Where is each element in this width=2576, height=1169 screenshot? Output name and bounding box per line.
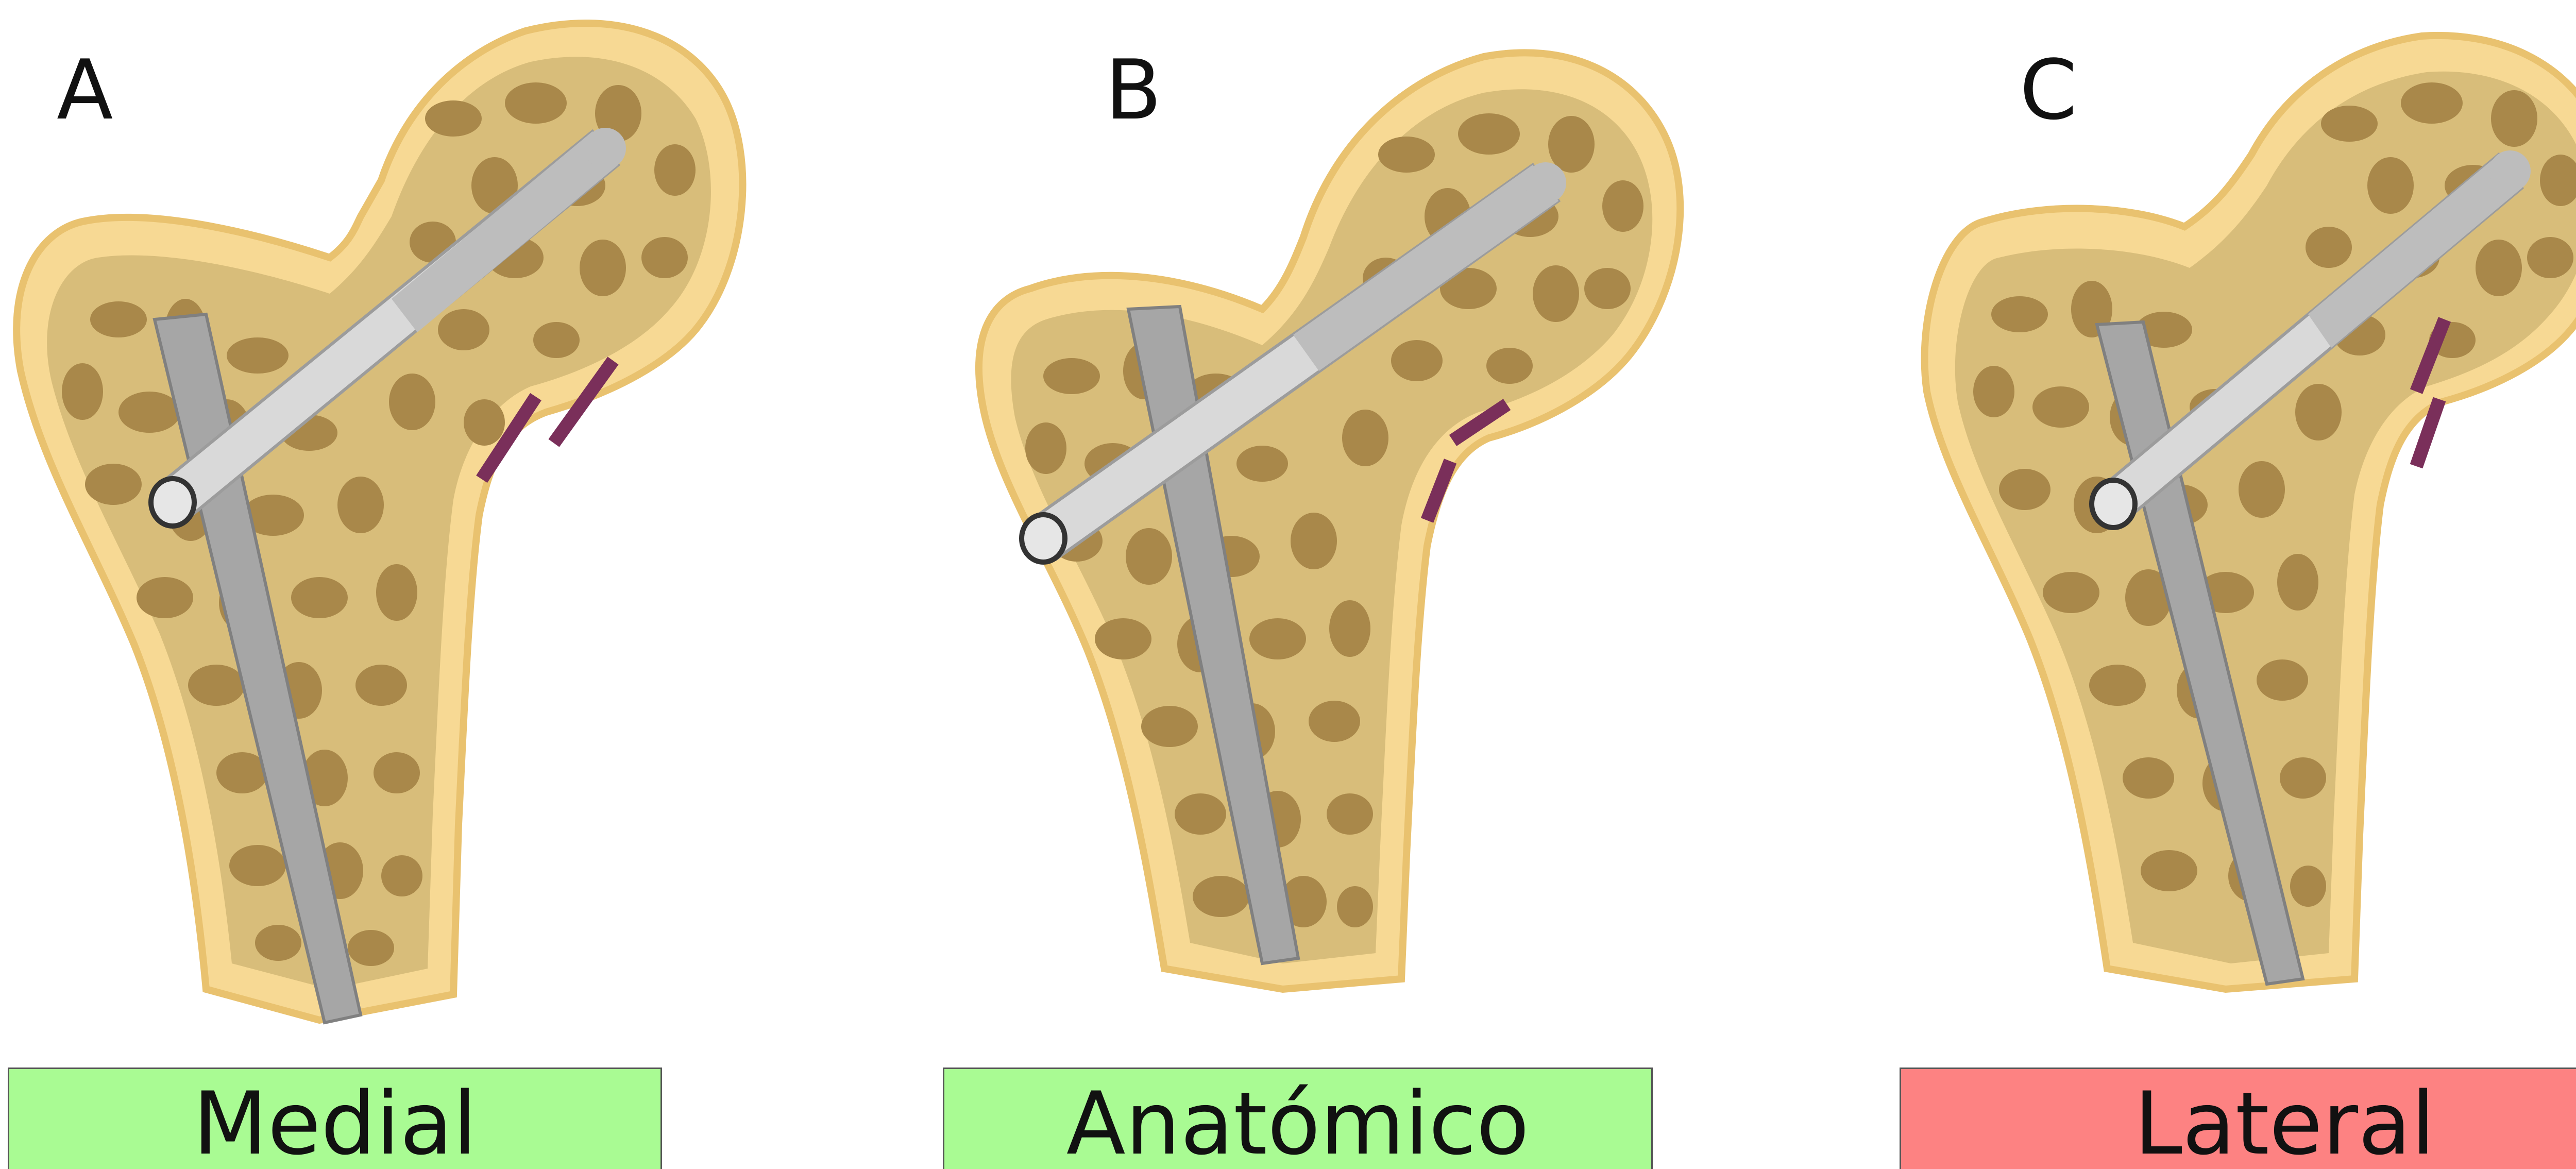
position-label: Lateral	[2134, 1080, 2435, 1167]
panel-a: A	[0, 0, 907, 1169]
position-label-box: Lateral	[1900, 1068, 2576, 1169]
femur-illustration	[1896, 0, 2576, 1061]
femur-bone	[16, 23, 742, 1020]
femur-illustration	[0, 0, 907, 1061]
panel-b: B	[943, 0, 1850, 1169]
position-label-box: Medial	[8, 1068, 662, 1169]
position-label: Medial	[193, 1080, 477, 1167]
panel-c: C	[1896, 0, 2576, 1169]
position-label-box: Anatómico	[943, 1068, 1653, 1169]
femur-illustration	[943, 0, 1850, 1061]
position-label: Anatómico	[1066, 1080, 1530, 1167]
